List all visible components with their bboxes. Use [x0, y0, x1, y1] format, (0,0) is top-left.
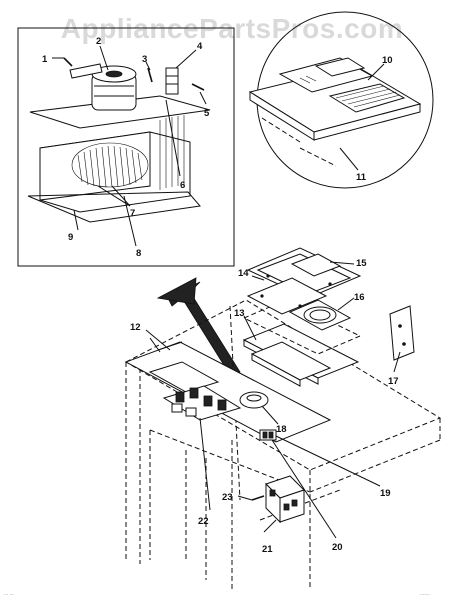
- callout-18: 18: [276, 424, 287, 435]
- part-16-frame: [288, 299, 352, 331]
- callout-9: 9: [68, 232, 73, 243]
- blower-inset: 1 2 3 4 5 6 7 8 9: [17, 27, 235, 267]
- callout-8: 8: [136, 248, 141, 259]
- callout-5: 5: [204, 108, 210, 119]
- part-17-bracket: [389, 305, 415, 361]
- terminal-block: [251, 475, 305, 524]
- callout-15: 15: [356, 258, 367, 269]
- callout-23: 23: [222, 492, 233, 503]
- blower-motor: [91, 65, 137, 111]
- callout-16: 16: [354, 292, 365, 303]
- callout-19: 19: [380, 488, 391, 499]
- callout-17: 17: [388, 376, 399, 387]
- callout-1: 1: [42, 54, 48, 65]
- callout-3: 3: [142, 54, 147, 65]
- callout-20: 20: [332, 542, 343, 553]
- callout-14: 14: [238, 268, 249, 279]
- callout-11: 11: [356, 172, 367, 183]
- footer-right-code: .......: [420, 591, 430, 597]
- range-assembly: 12 13 14 15 16 17 18 19 20 21 22 23: [124, 247, 442, 590]
- callout-21: 21: [262, 544, 273, 555]
- callout-12: 12: [130, 322, 141, 333]
- callout-22: 22: [198, 516, 209, 527]
- control-panel-inset: 10 11: [248, 11, 434, 189]
- callout-7: 7: [130, 208, 135, 219]
- blower-wheel: [71, 142, 149, 188]
- callout-10: 10: [382, 55, 393, 66]
- assembly-leaders: [145, 261, 401, 539]
- callout-2: 2: [96, 36, 101, 47]
- inset-leaders: [52, 45, 207, 247]
- footer-left-code: ... ...: [4, 591, 14, 597]
- callout-6: 6: [180, 180, 185, 191]
- relay-board: [162, 385, 242, 421]
- callout-4: 4: [197, 41, 203, 52]
- callout-13: 13: [234, 308, 245, 319]
